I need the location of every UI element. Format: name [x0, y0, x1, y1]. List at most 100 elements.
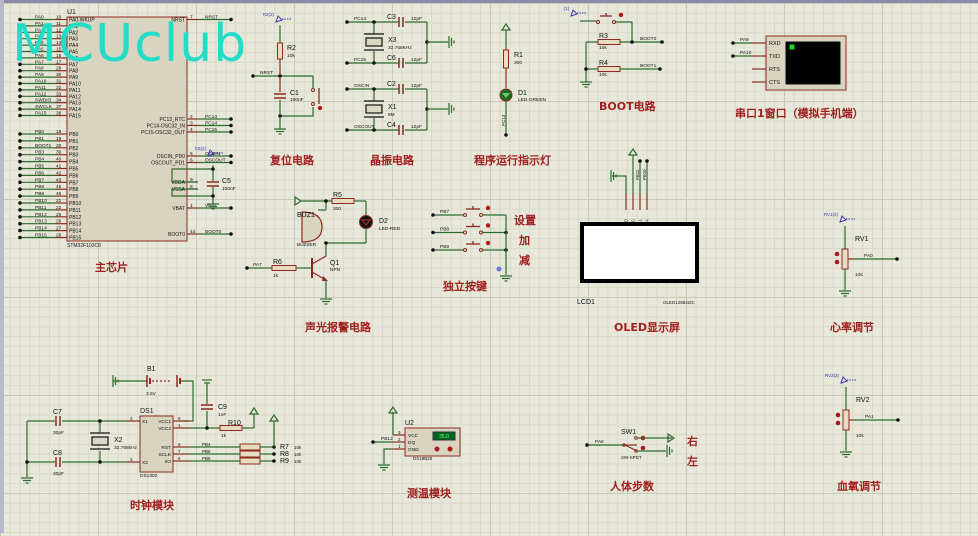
net-label-PB7: PB7 [440, 209, 449, 215]
power-arrow-icon [627, 147, 639, 156]
ds-pin-I/O: I/O [165, 459, 172, 465]
net-terminal [229, 160, 233, 165]
pin-number: 5 [178, 442, 181, 447]
potentiometer-rv2-icon [842, 409, 850, 431]
b1-value: 3.6V [146, 391, 157, 397]
probe-boot [570, 9, 578, 17]
c8-ref: C8 [53, 450, 62, 457]
pin-number: 2 [398, 437, 401, 442]
pin-number: 29 [56, 66, 62, 72]
cap-value: 12pF [411, 57, 422, 63]
pin-name-PB12: PB12 [69, 215, 81, 221]
pin-name-PA6: PA6 [69, 56, 78, 62]
net-terminal [18, 68, 22, 73]
power-arrow-icon [248, 406, 260, 415]
pin-number: 46 [56, 191, 62, 197]
net-terminal [18, 208, 22, 212]
cap-ref: C4 [387, 122, 396, 129]
junction-dot [98, 419, 102, 423]
junction-dot [372, 61, 376, 65]
q1-ref: Q1 [330, 260, 339, 267]
junction-dot [205, 426, 209, 430]
pin-number: 31 [56, 79, 62, 85]
ds18b20-button [434, 446, 440, 452]
potentiometer-rv2-icon-handle [835, 412, 841, 418]
net-label-PB13: PB13 [35, 219, 47, 225]
net-terminal [345, 128, 349, 132]
u2-part: DS18B20 [413, 456, 433, 461]
net-label-PB6: PB6 [202, 449, 211, 454]
net-terminal [18, 113, 22, 118]
pin-name-PB0: PB0 [69, 132, 79, 138]
net-label-PB8: PB8 [440, 227, 449, 233]
pin-name-PB14: PB14 [69, 229, 81, 235]
title-steps: 人体步数 [610, 480, 654, 493]
net-label-PA11: PA11 [35, 85, 46, 91]
terminal-pin-TXD: TXD [769, 54, 780, 60]
u2-pin-VCC: VCC [408, 433, 419, 439]
title-uart: 串口1窗口（模拟手机端） [735, 107, 864, 120]
x2-value: 32.768kHz [114, 445, 138, 451]
net-terminal [18, 36, 22, 41]
net-label-PB10: PB10 [35, 198, 47, 204]
net-terminal [18, 81, 22, 86]
d1-value: LED-GREEN [518, 97, 547, 103]
lcd-ref: LCD1 [577, 299, 595, 306]
junction-dot [211, 167, 215, 171]
pin-name-PB6: PB6 [69, 173, 79, 179]
pin-number: 43 [56, 177, 62, 183]
probe-label: RV1(2) [824, 212, 839, 217]
r1-ref: R1 [514, 52, 523, 59]
net-label-PA15: PA15 [35, 111, 47, 117]
net-label-SWDIO: SWDIO [35, 98, 52, 104]
probe-c5 [207, 149, 215, 157]
cap-ref: C3 [387, 14, 396, 21]
resistor-r4-icon [597, 66, 621, 72]
net-label-PA10: PA10 [740, 50, 752, 56]
net-label-PA1: PA1 [35, 21, 44, 27]
net-terminal [18, 43, 22, 47]
pin-number: 2 [130, 416, 133, 421]
net-terminal [18, 100, 22, 105]
pin-number: 17 [56, 59, 62, 65]
led-d2-icon [359, 215, 373, 229]
ds1302-ref: DS1 [140, 408, 154, 415]
pin-number: 34 [56, 98, 62, 104]
pin-name-PB11: PB11 [69, 208, 81, 214]
pin-number: 6 [178, 456, 181, 461]
r6-value: 1k [273, 273, 279, 279]
pin-number: 3 [190, 121, 193, 127]
pin-name-PB5: PB5 [69, 167, 79, 173]
pin-name-PA0-WKUP: PA0-WKUP [69, 18, 95, 24]
potentiometer-rv1-icon-handle [834, 259, 840, 265]
net-terminal [18, 152, 22, 157]
resistor-r2-icon [277, 42, 283, 60]
transistor-q1-icon [311, 255, 327, 265]
d1-ref: D1 [518, 90, 527, 97]
reset-button-contact [311, 102, 315, 106]
pin-number: 1 [178, 423, 181, 428]
d2-value: LED-RED [379, 226, 401, 232]
switch-label-right: 右 [687, 435, 698, 448]
pin-name-PB13: PB13 [69, 222, 81, 228]
key-contact [463, 230, 467, 235]
watermark: MCUclub [12, 14, 248, 74]
junction-dot [372, 128, 376, 132]
net-label-PA2: PA2 [35, 27, 44, 33]
boot-button-contact [596, 20, 600, 24]
pin-name-PA5: PA5 [69, 50, 78, 56]
ds1302-body [139, 415, 174, 473]
transistor-emitter-arrow [322, 276, 328, 281]
title-reset: 复位电路 [270, 154, 314, 167]
pin-number: 22 [56, 205, 62, 211]
pot-value: 10k [855, 272, 863, 278]
pin-number: 33 [56, 91, 62, 97]
r4-value: 10k [599, 72, 607, 78]
u2-pin-DQ: DQ [408, 440, 415, 446]
pin-name-PA8: PA8 [69, 69, 78, 75]
net-terminal [229, 17, 233, 22]
net-label-NRST: NRST [205, 15, 218, 21]
net-terminal [18, 166, 22, 171]
canvas-left-edge [0, 0, 4, 533]
